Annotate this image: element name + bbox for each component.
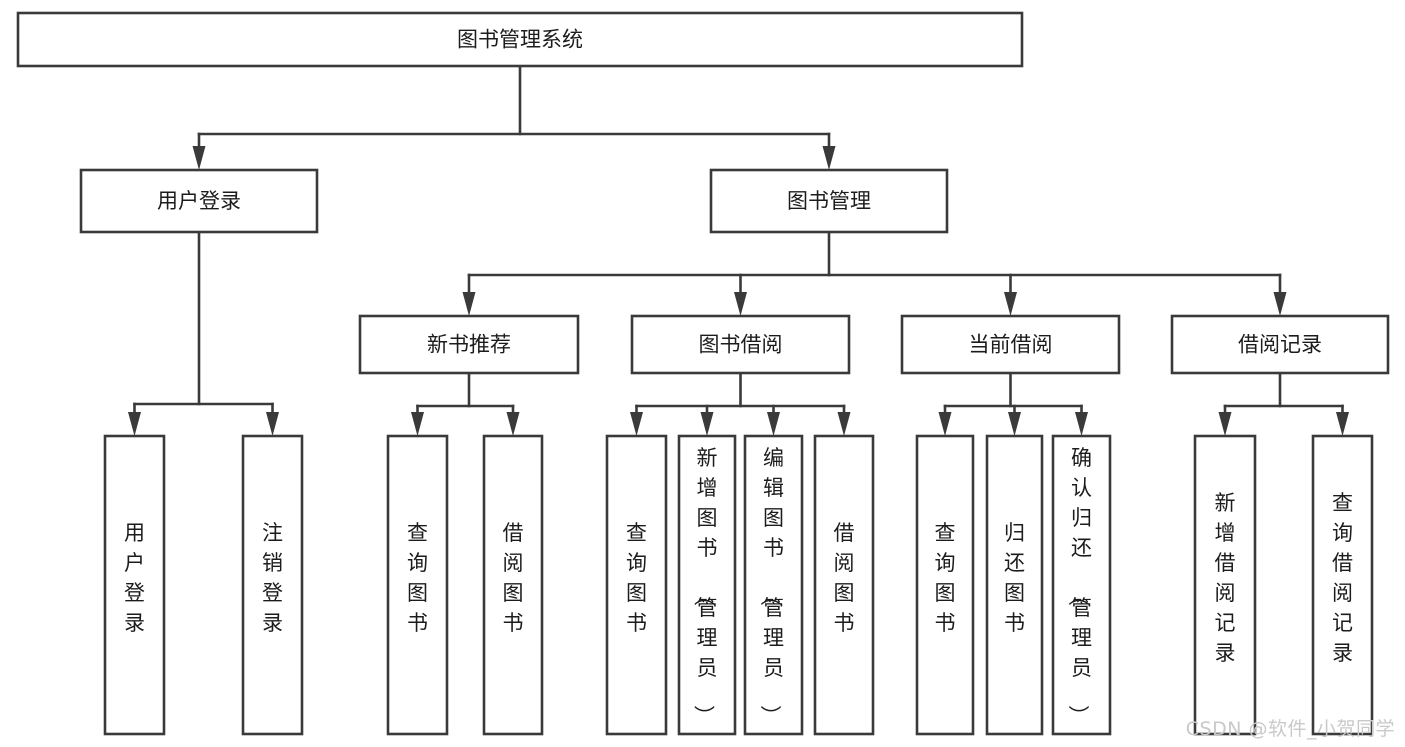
node-label-borrow-record: 借阅记录 xyxy=(1238,333,1322,357)
node-box-current-borrow xyxy=(900,314,1121,375)
arrow-head-icon xyxy=(938,412,952,436)
node-leaf-borrow-book-rec[interactable]: 借阅图书 xyxy=(482,434,544,736)
node-leaf-borrow-book-b[interactable]: 借阅图书 xyxy=(813,434,875,736)
node-label-leaf-return-book: 归还图书 xyxy=(1004,521,1025,635)
arrow-head-icon xyxy=(411,412,424,436)
node-box-leaf-return-book xyxy=(985,434,1044,736)
node-box-leaf-borrow-book-rec xyxy=(482,434,544,736)
node-leaf-query-book-rec[interactable]: 查询图书 xyxy=(386,434,449,736)
node-label-leaf-borrow-book-rec: 借阅图书 xyxy=(503,521,524,635)
node-box-root xyxy=(16,11,1024,68)
node-label-leaf-query-record: 查询借阅记录 xyxy=(1332,491,1353,665)
node-leaf-add-record[interactable]: 新增借阅记录 xyxy=(1193,434,1257,736)
node-label-leaf-user-login: 用户登录 xyxy=(124,521,145,635)
node-new-book-rec[interactable]: 新书推荐 xyxy=(358,314,580,375)
arrow-head-icon xyxy=(462,292,476,316)
node-book-manage[interactable]: 图书管理 xyxy=(709,168,949,234)
arrow-head-icon xyxy=(1218,412,1232,436)
node-leaf-return-book[interactable]: 归还图书 xyxy=(985,434,1044,736)
connector-group-root xyxy=(192,64,836,170)
arrow-head-icon xyxy=(767,412,780,436)
node-box-leaf-edit-book xyxy=(743,434,804,736)
node-label-leaf-query-book-c: 查询图书 xyxy=(935,521,956,635)
node-label-book-manage: 图书管理 xyxy=(787,189,871,213)
arrow-head-icon xyxy=(506,412,520,436)
node-box-leaf-user-login xyxy=(103,434,166,736)
node-label-leaf-logout: 注销登录 xyxy=(262,521,283,635)
node-box-new-book-rec xyxy=(358,314,580,375)
node-box-leaf-query-book-rec xyxy=(386,434,449,736)
arrow-head-icon xyxy=(1336,412,1349,436)
node-box-leaf-borrow-book-b xyxy=(813,434,875,736)
node-box-leaf-query-book-b xyxy=(605,434,668,736)
connector-group-current-borrow xyxy=(938,371,1088,436)
arrow-head-icon xyxy=(1075,412,1088,436)
node-box-leaf-add-book xyxy=(677,434,737,736)
node-box-user-login xyxy=(79,168,319,234)
node-leaf-query-book-b[interactable]: 查询图书 xyxy=(605,434,668,736)
node-box-leaf-add-record xyxy=(1193,434,1257,736)
node-box-book-borrow xyxy=(630,314,851,375)
node-user-login[interactable]: 用户登录 xyxy=(79,168,319,234)
arrow-head-icon xyxy=(630,412,643,436)
connector-group-new-book-rec xyxy=(411,371,520,436)
connector-group-borrow-record xyxy=(1218,371,1349,436)
node-label-user-login: 用户登录 xyxy=(157,189,241,213)
node-box-leaf-logout xyxy=(241,434,304,736)
node-label-leaf-edit-book: 编辑图书（管理员） xyxy=(758,446,784,726)
arrow-head-icon xyxy=(128,412,141,436)
edge-layer xyxy=(128,64,1349,436)
arrow-head-icon xyxy=(700,412,714,436)
node-leaf-query-record[interactable]: 查询借阅记录 xyxy=(1311,434,1374,736)
node-box-leaf-confirm-return xyxy=(1051,434,1112,736)
node-leaf-confirm-return[interactable]: 确认归还（管理员） xyxy=(1051,434,1112,736)
node-label-leaf-add-record: 新增借阅记录 xyxy=(1215,491,1236,665)
arrow-head-icon xyxy=(192,146,206,170)
node-root[interactable]: 图书管理系统 xyxy=(16,11,1024,68)
connector-group-user-login xyxy=(128,230,279,436)
arrow-head-icon xyxy=(1004,292,1017,316)
connector-group-book-borrow xyxy=(630,371,851,436)
arrow-head-icon xyxy=(837,412,851,436)
arrow-head-icon xyxy=(1008,412,1021,436)
connector-group-book-manage xyxy=(462,230,1287,316)
node-box-leaf-query-record xyxy=(1311,434,1374,736)
arrow-head-icon xyxy=(266,412,279,436)
node-label-leaf-query-book-rec: 查询图书 xyxy=(407,521,428,635)
node-leaf-edit-book[interactable]: 编辑图书（管理员） xyxy=(743,434,804,736)
node-box-leaf-query-book-c xyxy=(915,434,975,736)
node-label-current-borrow: 当前借阅 xyxy=(969,333,1053,357)
node-layer: 图书管理系统用户登录图书管理新书推荐图书借阅当前借阅借阅记录用户登录注销登录查询… xyxy=(16,11,1390,736)
arrow-head-icon xyxy=(734,292,747,316)
node-leaf-add-book[interactable]: 新增图书（管理员） xyxy=(677,434,737,736)
node-label-new-book-rec: 新书推荐 xyxy=(427,333,511,357)
node-book-borrow[interactable]: 图书借阅 xyxy=(630,314,851,375)
node-leaf-user-login[interactable]: 用户登录 xyxy=(103,434,166,736)
node-box-book-manage xyxy=(709,168,949,234)
arrow-head-icon xyxy=(822,146,836,170)
node-label-leaf-borrow-book-b: 借阅图书 xyxy=(834,521,855,635)
node-leaf-logout[interactable]: 注销登录 xyxy=(241,434,304,736)
node-current-borrow[interactable]: 当前借阅 xyxy=(900,314,1121,375)
node-label-leaf-confirm-return: 确认归还（管理员） xyxy=(1066,446,1092,726)
node-leaf-query-book-c[interactable]: 查询图书 xyxy=(915,434,975,736)
node-box-borrow-record xyxy=(1170,314,1390,375)
node-label-book-borrow: 图书借阅 xyxy=(699,333,783,357)
node-label-leaf-add-book: 新增图书（管理员） xyxy=(692,446,718,726)
arrow-head-icon xyxy=(1273,292,1287,316)
node-borrow-record[interactable]: 借阅记录 xyxy=(1170,314,1390,375)
node-label-leaf-query-book-b: 查询图书 xyxy=(626,521,647,635)
node-label-root: 图书管理系统 xyxy=(457,28,583,52)
